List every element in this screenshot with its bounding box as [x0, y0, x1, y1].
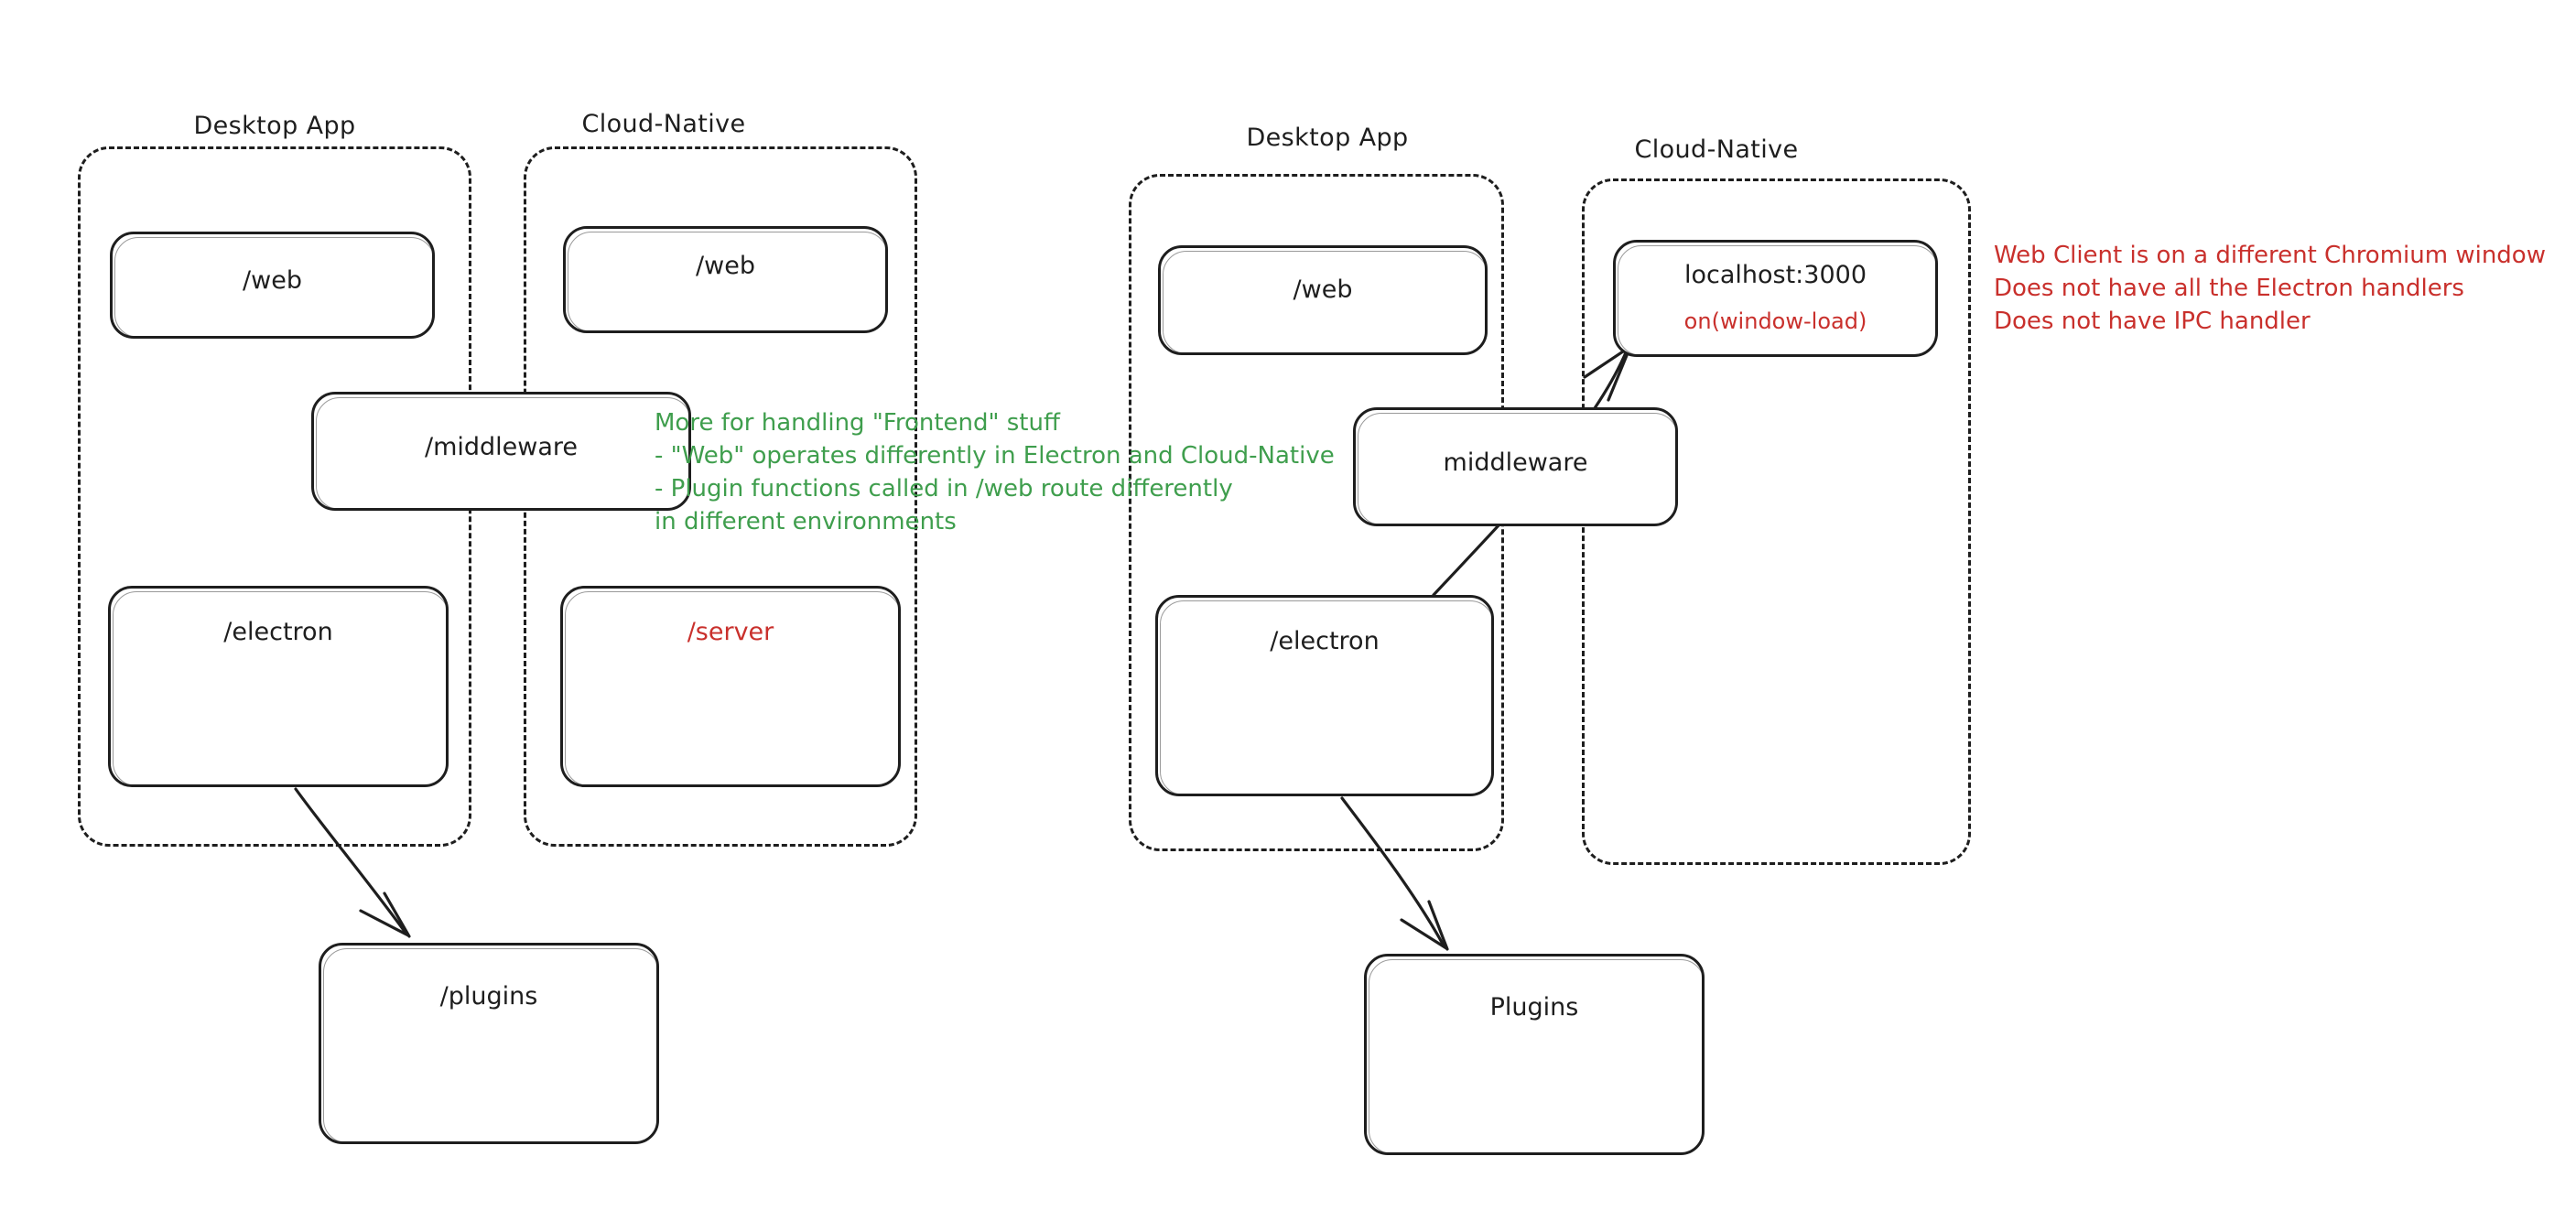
left-node-web-cloud[interactable]: /web	[563, 226, 888, 333]
red-annotation-note: Web Client is on a different Chromium wi…	[1994, 242, 2546, 335]
left-node-middleware[interactable]: /middleware	[311, 392, 691, 511]
green-annotation-note: More for handling "Frontend" stuff - "We…	[655, 409, 1335, 535]
right-group-label-cloud-native: Cloud-Native	[1634, 135, 1799, 164]
left-node-web-desktop[interactable]: /web	[110, 232, 435, 339]
right-group-label-desktop-app: Desktop App	[1246, 124, 1409, 152]
right-node-middleware[interactable]: middleware	[1353, 407, 1678, 526]
left-node-plugins[interactable]: /plugins	[319, 943, 659, 1144]
left-group-label-desktop-app: Desktop App	[193, 112, 356, 140]
left-node-electron[interactable]: /electron	[108, 586, 449, 787]
left-group-label-cloud-native: Cloud-Native	[581, 110, 746, 138]
right-node-plugins[interactable]: Plugins	[1364, 954, 1705, 1155]
left-node-server[interactable]: /server	[560, 586, 901, 787]
right-node-electron[interactable]: /electron	[1155, 595, 1494, 796]
right-node-web-desktop[interactable]: /web	[1158, 245, 1488, 355]
right-node-localhost[interactable]: localhost:3000 on(window-load)	[1613, 240, 1938, 357]
